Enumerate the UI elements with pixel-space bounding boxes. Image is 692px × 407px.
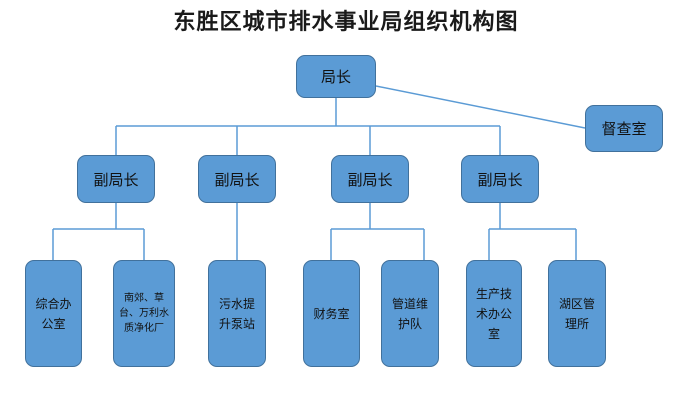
node-deputy-4: 副局长	[461, 155, 539, 203]
node-lake-office: 湖区管理所	[548, 260, 606, 367]
node-water-plants: 南郊、草台、万利水质净化厂	[113, 260, 175, 367]
node-tech-office: 生产技术办公室	[466, 260, 522, 367]
node-deputy-1: 副局长	[77, 155, 155, 203]
node-general-office: 综合办公室	[25, 260, 82, 367]
node-supervision: 督查室	[585, 105, 663, 152]
node-pump-station: 污水提升泵站	[208, 260, 266, 367]
connector-director-supervision	[375, 85, 586, 129]
node-finance: 财务室	[303, 260, 360, 367]
chart-title: 东胜区城市排水事业局组织机构图	[173, 9, 519, 35]
node-deputy-3: 副局长	[331, 155, 409, 203]
node-director: 局长	[296, 55, 376, 98]
node-pipe-team: 管道维护队	[381, 260, 439, 367]
node-deputy-2: 副局长	[198, 155, 276, 203]
